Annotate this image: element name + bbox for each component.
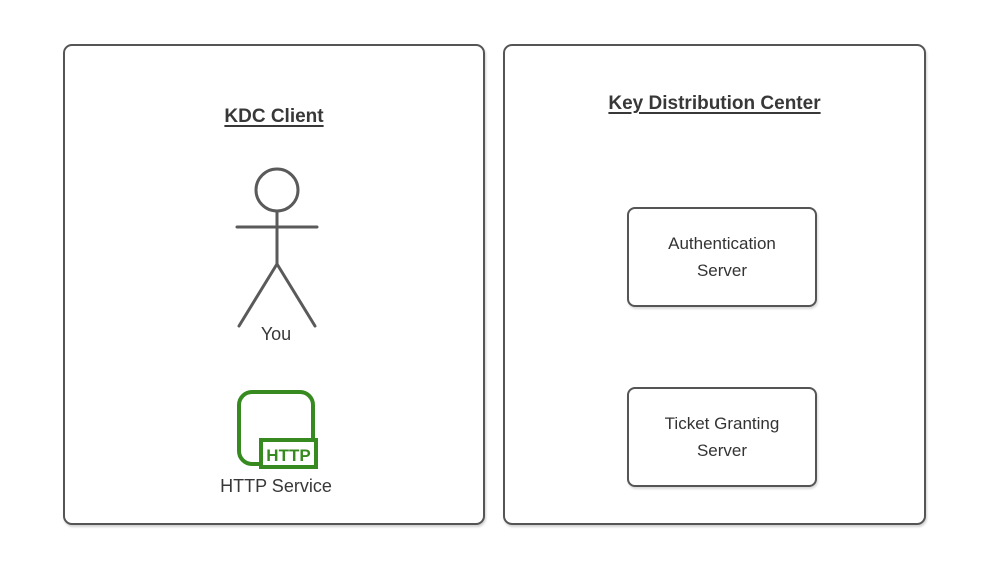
http-icon-text: HTTP	[266, 446, 310, 465]
kdc-client-title: KDC Client	[65, 103, 483, 130]
authentication-server-label: Authentication Server	[668, 234, 776, 280]
kdc-client-title-text: KDC Client	[224, 106, 324, 127]
http-service-label: HTTP Service	[220, 476, 332, 496]
actor-label: You	[260, 324, 292, 344]
authentication-server-box: Authentication Server	[627, 207, 817, 307]
ticket-granting-server-box: Ticket Granting Server	[627, 387, 817, 487]
http-service-icon: HTTP	[237, 390, 318, 469]
key-distribution-center-panel: Key Distribution Center Authentication S…	[503, 44, 926, 525]
kdc-title: Key Distribution Center	[505, 90, 924, 117]
ticket-granting-server-label: Ticket Granting Server	[664, 414, 780, 460]
kdc-title-text: Key Distribution Center	[608, 93, 821, 114]
stick-figure-icon	[235, 167, 319, 328]
kdc-client-panel: KDC Client You HTTP HTTP Service	[63, 44, 485, 525]
